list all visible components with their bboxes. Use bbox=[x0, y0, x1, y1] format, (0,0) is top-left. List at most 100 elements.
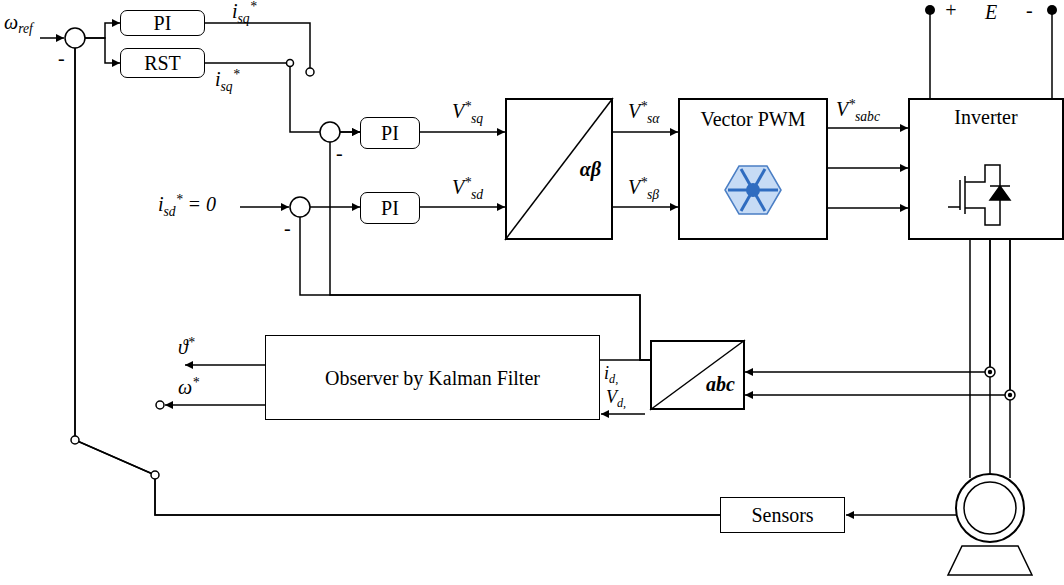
motor-wire bbox=[969, 240, 971, 478]
pwm-icon bbox=[725, 166, 781, 214]
text-part: * bbox=[464, 175, 471, 190]
signal-label: isq* bbox=[215, 68, 239, 93]
text-part: i bbox=[215, 68, 221, 90]
switch-contact bbox=[306, 68, 314, 76]
text-part: V bbox=[452, 100, 464, 122]
signal-label: V*sβ bbox=[628, 176, 659, 201]
signal-connector bbox=[828, 207, 908, 209]
text-part: ref bbox=[18, 21, 33, 36]
text-part: + bbox=[944, 0, 958, 21]
box-text: Vector PWM bbox=[701, 108, 806, 130]
signal-label: - bbox=[336, 143, 343, 163]
text-part: - bbox=[336, 142, 343, 164]
wire-tap bbox=[1008, 393, 1012, 397]
box-text: αβ bbox=[580, 158, 601, 180]
text-part: = 0 bbox=[182, 193, 216, 215]
sum-junction bbox=[320, 122, 340, 142]
text-part: * bbox=[640, 99, 647, 114]
transform-box: αβ bbox=[505, 98, 613, 240]
transform-diagonal bbox=[505, 98, 613, 240]
transform-diagonal bbox=[650, 340, 745, 410]
signal-connector bbox=[300, 207, 650, 360]
wire-tap bbox=[1005, 390, 1015, 400]
transform-box: abc bbox=[650, 340, 745, 410]
text-part: * bbox=[233, 67, 240, 82]
signal-label: E bbox=[985, 2, 997, 22]
text-part: * bbox=[188, 335, 195, 350]
d-reference-wire bbox=[240, 206, 289, 208]
signal-connector bbox=[828, 127, 908, 129]
signal-label: V*sq bbox=[452, 100, 483, 125]
signal-connector bbox=[745, 240, 990, 372]
dc-wire bbox=[1051, 10, 1053, 98]
signal-connector bbox=[75, 23, 720, 515]
text-part: * bbox=[192, 375, 199, 390]
signal-connector bbox=[613, 131, 678, 133]
sensor-box: Sensors bbox=[720, 497, 845, 533]
motor-wire bbox=[989, 240, 991, 475]
switch-contact bbox=[156, 401, 164, 409]
text-part: i bbox=[158, 193, 164, 215]
box-text: abc bbox=[706, 373, 735, 395]
signal-label: ω* bbox=[178, 376, 199, 397]
text-part: ϑ bbox=[178, 336, 188, 358]
motor-symbol bbox=[964, 482, 1016, 534]
text-part: i bbox=[604, 363, 609, 383]
text-part: - bbox=[1026, 0, 1033, 21]
text-part: d, bbox=[617, 396, 626, 410]
text-part: - bbox=[58, 47, 65, 69]
voltage-input bbox=[601, 413, 645, 415]
signal-connector bbox=[613, 206, 678, 208]
text-part: * bbox=[176, 192, 183, 207]
text-part: i bbox=[232, 0, 238, 22]
box-text: PI bbox=[154, 12, 172, 34]
text-part: sq bbox=[471, 111, 483, 126]
observer-box: Observer by Kalman Filter bbox=[265, 335, 600, 420]
text-part: V bbox=[452, 176, 464, 198]
motor-symbol bbox=[956, 474, 1024, 542]
controller-box: RST bbox=[120, 48, 205, 78]
text-part: sq bbox=[221, 79, 233, 94]
switch-contact bbox=[151, 471, 159, 479]
dc-wire bbox=[929, 10, 931, 98]
reference-input bbox=[40, 37, 64, 39]
signal-connector bbox=[205, 63, 360, 132]
wire-tap bbox=[985, 367, 995, 377]
box-text: Observer by Kalman Filter bbox=[325, 367, 540, 389]
pi-output-wire bbox=[205, 23, 310, 68]
text-part: sabc bbox=[855, 109, 880, 124]
text-part: ω bbox=[178, 376, 192, 398]
controller-box: PI bbox=[360, 117, 420, 149]
switch-contact bbox=[287, 60, 294, 67]
signal-connector bbox=[828, 167, 908, 169]
signal-label: ϑ* bbox=[178, 336, 195, 357]
signal-label: V*sα bbox=[628, 100, 659, 125]
motor-base bbox=[948, 546, 1032, 575]
switch-contact bbox=[71, 436, 79, 444]
box-text: PI bbox=[381, 122, 399, 144]
signal-connector bbox=[600, 359, 650, 361]
signal-connector bbox=[75, 38, 720, 515]
signal-label: isd* = 0 bbox=[158, 193, 216, 218]
text-part: sα bbox=[647, 111, 659, 126]
signal-label: - bbox=[58, 48, 65, 68]
box-text: Inverter bbox=[954, 106, 1017, 128]
signal-label: id, bbox=[604, 364, 618, 385]
motor-wire bbox=[1009, 240, 1011, 478]
signal-label: Vd, bbox=[606, 388, 626, 409]
text-part: V bbox=[628, 176, 640, 198]
signal-label: + bbox=[944, 0, 958, 20]
signal-connector bbox=[330, 132, 650, 360]
box-text: RST bbox=[144, 52, 181, 74]
sum-junction bbox=[290, 197, 310, 217]
text-part: V bbox=[606, 387, 617, 407]
text-part: ω bbox=[4, 11, 18, 33]
sum-junction bbox=[65, 28, 85, 48]
pwm-box: Vector PWM bbox=[678, 98, 828, 240]
signal-label: - bbox=[1026, 0, 1033, 20]
text-part: sq bbox=[238, 11, 250, 26]
text-part: sd bbox=[471, 187, 483, 202]
text-part: E bbox=[985, 1, 997, 23]
signal-label: isq* bbox=[232, 0, 256, 25]
